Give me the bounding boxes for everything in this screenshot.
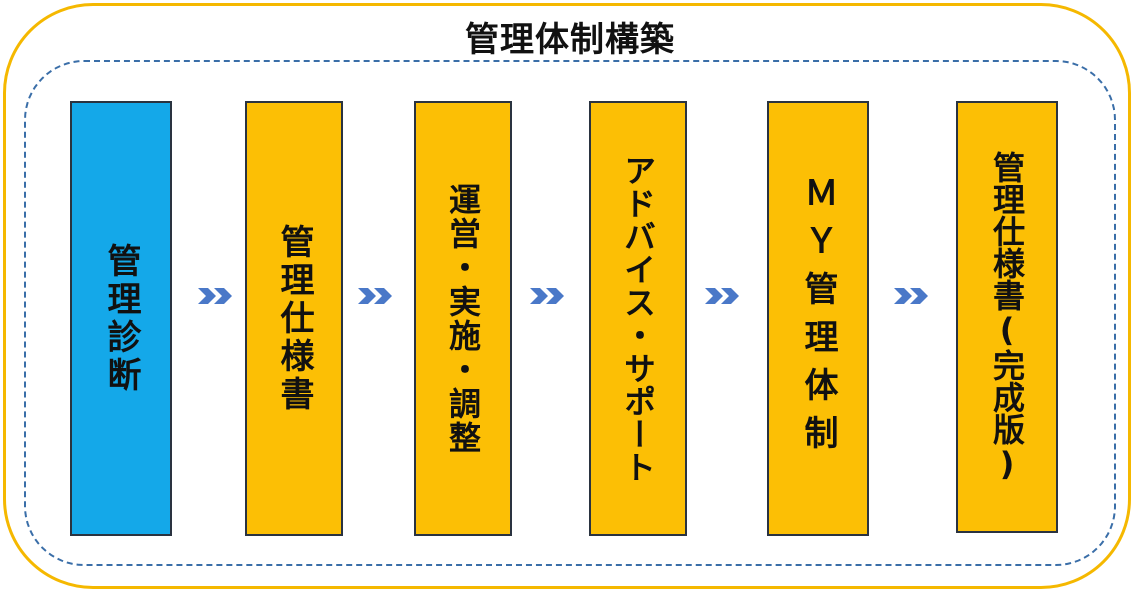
step-management-spec: 管理仕様書 (245, 101, 343, 536)
step-my-management-system: ＭＹ管理体制 (767, 101, 869, 536)
double-chevron-right-icon (894, 288, 928, 304)
step-advice-support: アドバイス・サポート (589, 101, 687, 536)
step-management-diagnosis: 管理診断 (70, 101, 172, 536)
double-chevron-right-icon (198, 288, 232, 304)
step-label: 管理診断 (101, 242, 141, 395)
inner-dashed-frame (24, 60, 1116, 566)
diagram-title: 管理体制構築 (465, 20, 675, 60)
step-label: アドバイス・サポート (619, 153, 657, 484)
step-management-spec-final: 管理仕様書(完成版) (956, 101, 1058, 533)
step-label: 管理仕様書 (274, 223, 314, 414)
title-background (408, 10, 692, 58)
step-label: ＭＹ管理体制 (798, 174, 838, 463)
step-operation: 運営・実施・調整 (414, 101, 512, 536)
step-label: 管理仕様書(完成版) (988, 151, 1026, 483)
outer-frame (3, 3, 1131, 589)
step-label: 運営・実施・調整 (444, 182, 482, 455)
double-chevron-right-icon (705, 288, 739, 304)
double-chevron-right-icon (530, 288, 564, 304)
double-chevron-right-icon (358, 288, 392, 304)
